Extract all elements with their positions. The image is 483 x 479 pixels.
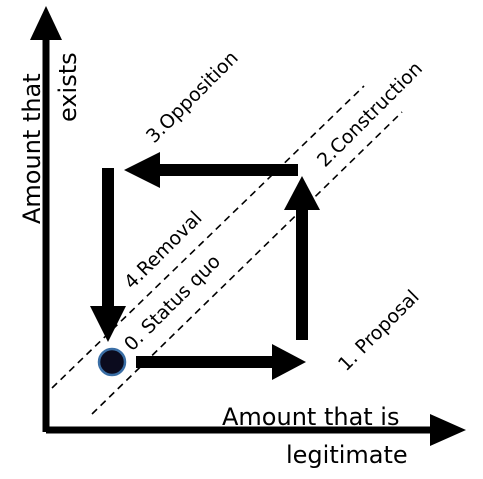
- y-axis: [30, 6, 62, 432]
- arrow-construction: [284, 176, 320, 340]
- x-axis-arrowhead-icon: [430, 414, 466, 446]
- x-axis-label-line1: Amount that is: [222, 403, 399, 431]
- stage-label-construction: 2.Construction: [313, 58, 427, 172]
- x-axis: [46, 414, 466, 446]
- arrow-removal: [90, 168, 126, 342]
- y-axis-arrowhead-icon: [30, 6, 62, 40]
- stage-label-proposal: 1. Proposal: [334, 286, 424, 376]
- arrow-opposition: [124, 152, 298, 188]
- x-axis-label-line2: legitimate: [286, 441, 408, 469]
- arrow-proposal: [136, 344, 306, 380]
- y-axis-label-line1: Amount that: [18, 73, 46, 224]
- band-upper-dashed-line: [51, 85, 365, 389]
- y-axis-label-line2: exists: [54, 52, 82, 122]
- stage-label-opposition: 3.Opposition: [142, 47, 243, 148]
- status-quo-marker: [97, 347, 127, 377]
